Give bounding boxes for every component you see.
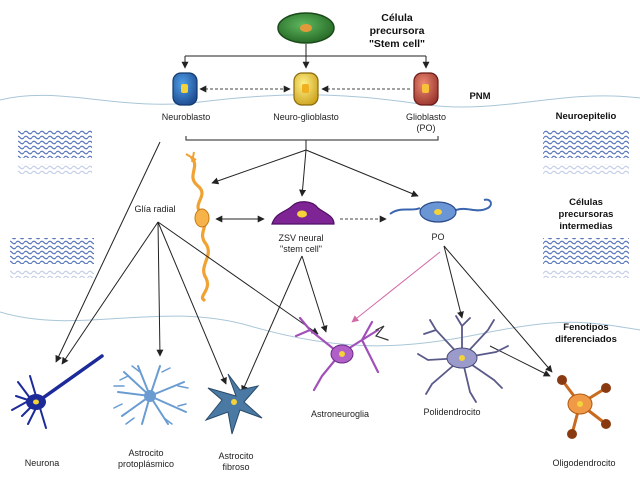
intermedias-label-1: Células [569, 197, 603, 208]
second-bracket-arrows [55, 136, 439, 363]
fenotipos-label-2: diferenciados [555, 334, 617, 345]
neuroepithelium-wave-blocks [10, 130, 629, 278]
intermedias-label-2: precursoras [559, 209, 614, 220]
oligodendrocito-label: Oligodendrocito [552, 458, 615, 468]
neuroblasto-cell [172, 72, 198, 106]
po-label: PO [431, 232, 444, 242]
zsv-label-2: "stem cell" [280, 244, 322, 254]
neuroblasto-label: Neuroblasto [162, 112, 211, 122]
glioblasto-label-1: Glioblasto [406, 112, 446, 122]
intermedias-label-3: intermedias [559, 221, 612, 232]
oligodendrocito-cell [557, 375, 611, 439]
astrocito-fibroso-cell [204, 373, 263, 435]
polidendrocito-label: Polidendrocito [423, 407, 480, 417]
astroneuroglia-label: Astroneuroglia [311, 409, 369, 419]
neuroepitelio-label: Neuroepitelio [556, 111, 617, 122]
po-to-astroneuroglia-arrow [351, 251, 441, 323]
neurona-label: Neurona [25, 458, 60, 468]
zsv-stem-cell [271, 201, 335, 225]
neurona-cell [11, 354, 104, 429]
neuroglioblasto-cell [293, 72, 319, 106]
pnm-label: PNM [469, 91, 490, 102]
glia-radial-cell [185, 151, 210, 302]
fenotipos-label-1: Fenotipos [563, 322, 608, 333]
astrocito-protoplasmico-cell [113, 365, 189, 425]
polidendrocito-cell [417, 315, 509, 403]
glioblasto-label-2: (PO) [417, 123, 436, 133]
glia-radial-label: Glía radial [134, 204, 175, 214]
astrocito-fib-label-1: Astrocito [218, 451, 253, 461]
neuroglioblasto-label: Neuro-glioblasto [273, 112, 339, 122]
astrocito-proto-label-1: Astrocito [128, 448, 163, 458]
zsv-label-1: ZSV neural [278, 233, 323, 243]
stem-cell-label: Célula precursora "Stem cell" [369, 12, 425, 50]
stem-cell [277, 12, 335, 44]
po-cell [389, 198, 492, 223]
svg-text:"Stem cell": "Stem cell" [369, 38, 425, 50]
astrocito-fib-label-2: fibroso [222, 462, 249, 472]
svg-text:precursora: precursora [370, 25, 425, 37]
stem-bracket-arrows [181, 44, 430, 69]
astrocito-proto-label-2: protoplásmico [118, 459, 174, 469]
glioblasto-cell [413, 72, 439, 106]
svg-text:Célula: Célula [381, 12, 413, 24]
astroneuroglia-cell [294, 316, 389, 392]
